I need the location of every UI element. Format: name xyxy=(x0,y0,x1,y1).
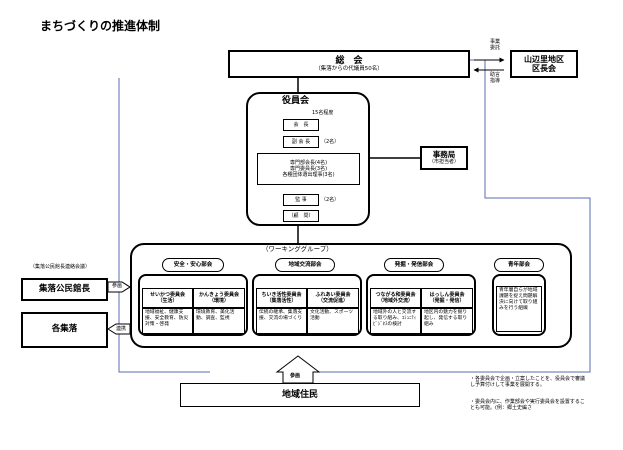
committee-exchange-header: 地域交流部会 xyxy=(275,258,335,272)
district-office-name: 山辺里地区 xyxy=(524,54,564,64)
committee-discovery-header: 発掘・発信部会 xyxy=(384,258,444,272)
district-office-name2: 区長会 xyxy=(532,64,556,73)
subcommittee-tsunagaru-desc: 地域外の人と交流する取り組み、ｺﾐｭﾆﾃｨﾋﾞｼﾞﾈｽの検討 xyxy=(370,308,421,334)
subcommittee-living-desc: 地域福祉、健康支援、安全教育、防災対策・啓発 xyxy=(142,308,193,334)
hall-directors-box: 集落公民館長 xyxy=(21,278,108,301)
guidance-label: 助言 指導 xyxy=(489,72,500,84)
subcommittee-activation-desc: 伝統の継承、集落支援、交流の場づくり xyxy=(256,308,307,334)
collaborate-label: 連携 xyxy=(116,326,127,332)
members-box: 専門部会長(4名) 専門委員長(3名) 各種団体選出理事(3名) xyxy=(257,153,360,185)
residents-box: 地域住民 xyxy=(180,383,420,407)
subcommittee-environment-header: かんきょう委員会 （環境） xyxy=(193,288,245,308)
subcommittee-hasshin-header: はっしん委員会 （発掘・発信） xyxy=(421,288,473,308)
subcommittee-living-header: せいかつ委員会 （生活） xyxy=(142,288,193,308)
board-title: 役員会 xyxy=(282,96,310,106)
general-assembly-box: 総 会 （集落からの代議員50名） xyxy=(228,50,470,78)
subcommittee-activation-header: ちいき活性委員会 （集落活性） xyxy=(256,288,307,308)
subcommittee-tsunagaru-header: つながる和委員会 （地域外交流） xyxy=(370,288,421,308)
office-work-label: 事業 委託 xyxy=(489,39,500,51)
subcommittee-fureai-header: ふれあい委員会 （交流促進） xyxy=(307,288,359,308)
working-group-label: （ワーキンググループ） xyxy=(260,245,335,254)
participate-label-bottom: 参画 xyxy=(290,373,301,379)
subcommittee-hasshin-desc: 地区内の魅力を掘り起し、発信する取り組み xyxy=(421,308,473,334)
committee-youth-header: 青年部会 xyxy=(494,258,544,272)
district-office-box: 山辺里地区 区長会 xyxy=(510,50,578,78)
vice-count: （2名） xyxy=(321,139,340,145)
association-label: （集落公民館長連絡会議） xyxy=(30,264,91,270)
president-box: 会 長 xyxy=(283,119,319,131)
note-1: ・各委員会で企画・立案したことを、役員会で審議し予算付けして事業を展開する。 xyxy=(470,376,586,389)
auditor-box: 監 事 xyxy=(283,194,319,206)
committee-safety-header: 安全・安心部会 xyxy=(162,258,224,272)
board-count: 15名程度 xyxy=(312,110,334,116)
note-2: ・委員会内に、作業部会や実行委員会を設置することも可能。(例：郷土史編さ xyxy=(470,399,585,412)
vice-president-box: 副 会 長 xyxy=(283,136,319,148)
subcommittee-fureai-desc: 文化活動、スポーツ活動 xyxy=(307,308,359,334)
settlements-box: 各集落 xyxy=(21,312,108,348)
general-assembly-name: 総 会 xyxy=(335,55,363,66)
advisor-box: （顧 問） xyxy=(283,210,319,222)
participate-label-top: 参画 xyxy=(112,283,123,289)
general-assembly-sub: （集落からの代議員50名） xyxy=(315,66,383,73)
committee-youth-desc: 青年層自らが地域課題を捉え問題解決に向けて取り組みを行う組織 xyxy=(496,286,542,332)
office-box: 事務局 （市担当者） xyxy=(420,146,468,170)
subcommittee-environment-desc: 環境教育、美化活動、調査、監視 xyxy=(193,308,245,334)
page-title: まちづくりの推進体制 xyxy=(40,19,161,33)
auditor-count: （2名） xyxy=(321,197,340,203)
